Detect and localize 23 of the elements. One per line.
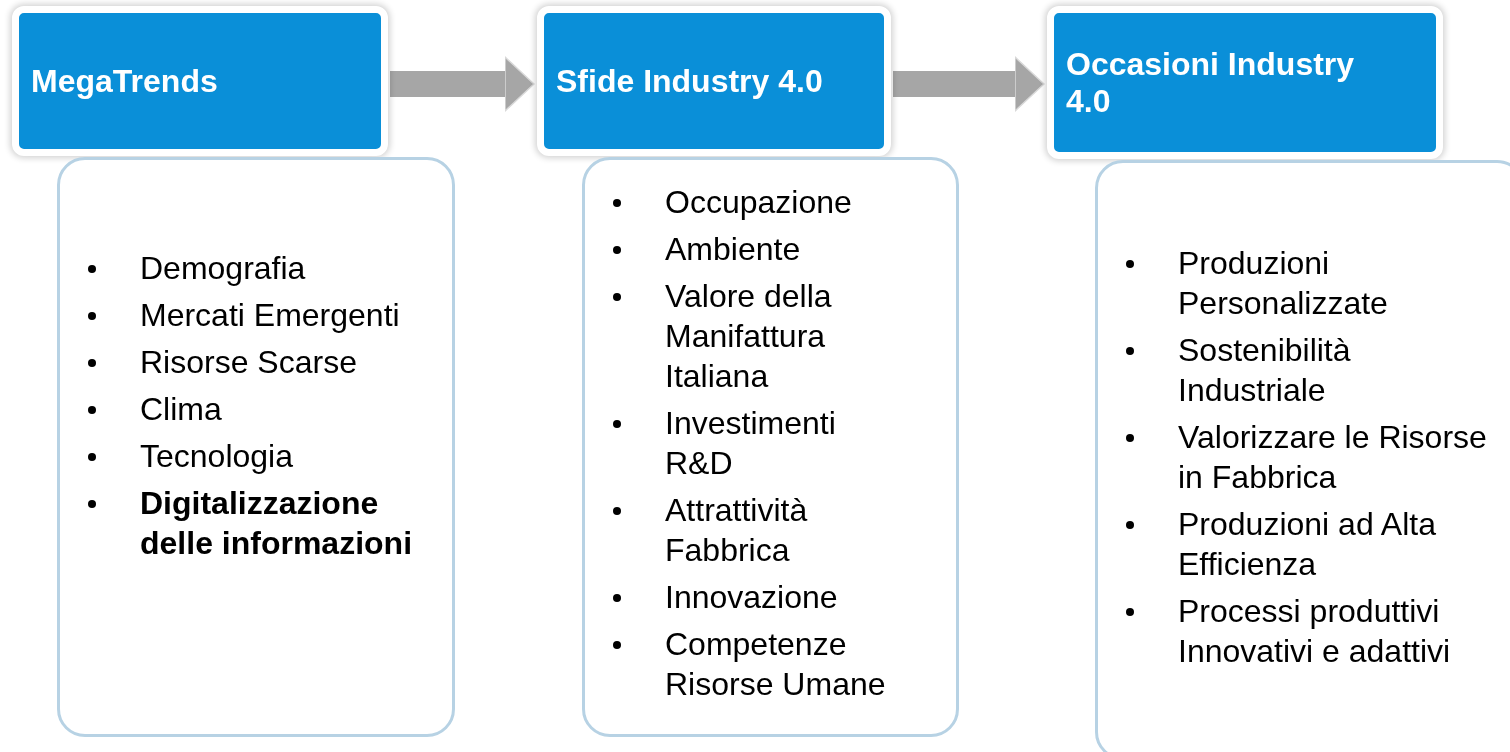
list-item: Valorizzare le Risorse in Fabbrica bbox=[1178, 418, 1488, 497]
list-item: Clima bbox=[140, 390, 223, 429]
list-item: Digitalizzazione delle informazioni bbox=[140, 484, 414, 563]
list-item: Processi produttivi Innovativi e adattivi bbox=[1178, 592, 1452, 671]
list-item: Demografia bbox=[140, 249, 307, 288]
list-item: Attrattività Fabbrica bbox=[665, 491, 809, 570]
list-item: Tecnologia bbox=[140, 437, 294, 476]
list-item: Valore della Manifattura Italiana bbox=[665, 277, 833, 396]
arrow bbox=[390, 56, 535, 112]
list-item: Mercati Emergenti bbox=[140, 296, 401, 335]
list-item: Risorse Scarse bbox=[140, 343, 358, 382]
list-item: Innovazione bbox=[665, 578, 839, 617]
list-item: Produzioni Personalizzate bbox=[1178, 244, 1389, 323]
list-item: Ambiente bbox=[665, 230, 802, 269]
list-item: Investimenti R&D bbox=[665, 404, 837, 483]
list-item: Competenze Risorse Umane bbox=[665, 625, 887, 704]
list-item: Produzioni ad Alta Efficienza bbox=[1178, 505, 1437, 584]
list-item: Occupazione bbox=[665, 183, 853, 222]
list-card bbox=[57, 157, 455, 737]
list-card bbox=[582, 157, 959, 737]
arrow bbox=[893, 56, 1045, 112]
list-item: Sostenibilità Industriale bbox=[1178, 331, 1352, 410]
list-card bbox=[1095, 160, 1510, 752]
